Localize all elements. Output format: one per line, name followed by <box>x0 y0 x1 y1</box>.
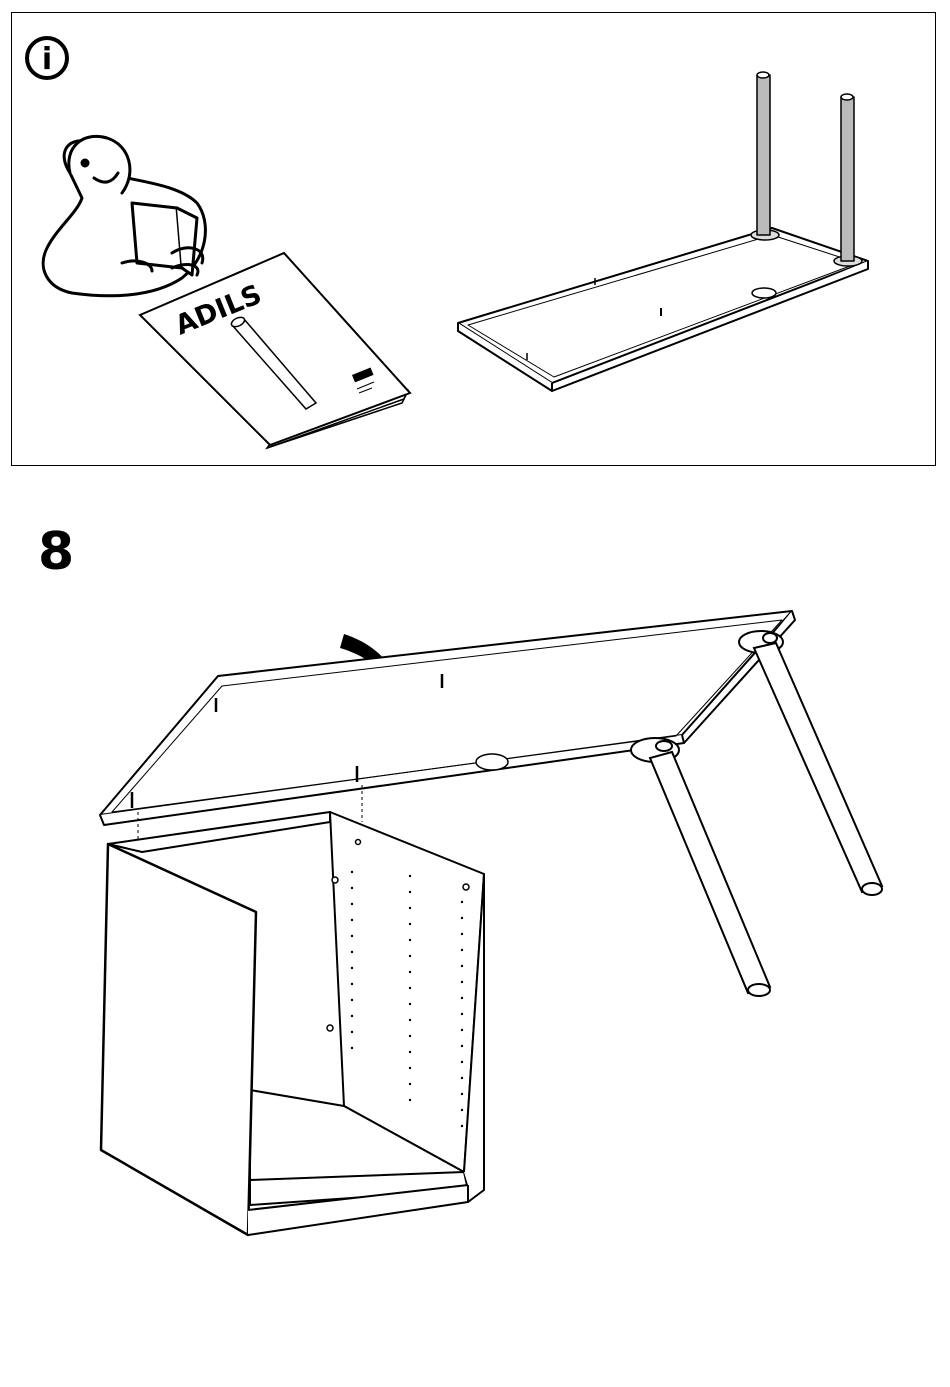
cabinet-frame <box>101 812 484 1235</box>
desktop-panel <box>100 611 795 825</box>
info-panel: i ADILS <box>11 12 936 466</box>
assembly-drawing <box>0 590 950 1250</box>
manual-booklet-icon: ADILS <box>140 253 410 448</box>
desktop-with-legs-drawing <box>458 72 868 391</box>
step-8-illustration <box>0 590 950 1250</box>
info-icon: i <box>27 38 67 78</box>
step-number: 8 <box>38 526 74 578</box>
reading-person-icon <box>43 136 205 295</box>
info-illustration: i ADILS <box>12 13 937 467</box>
info-icon-glyph: i <box>42 42 52 77</box>
